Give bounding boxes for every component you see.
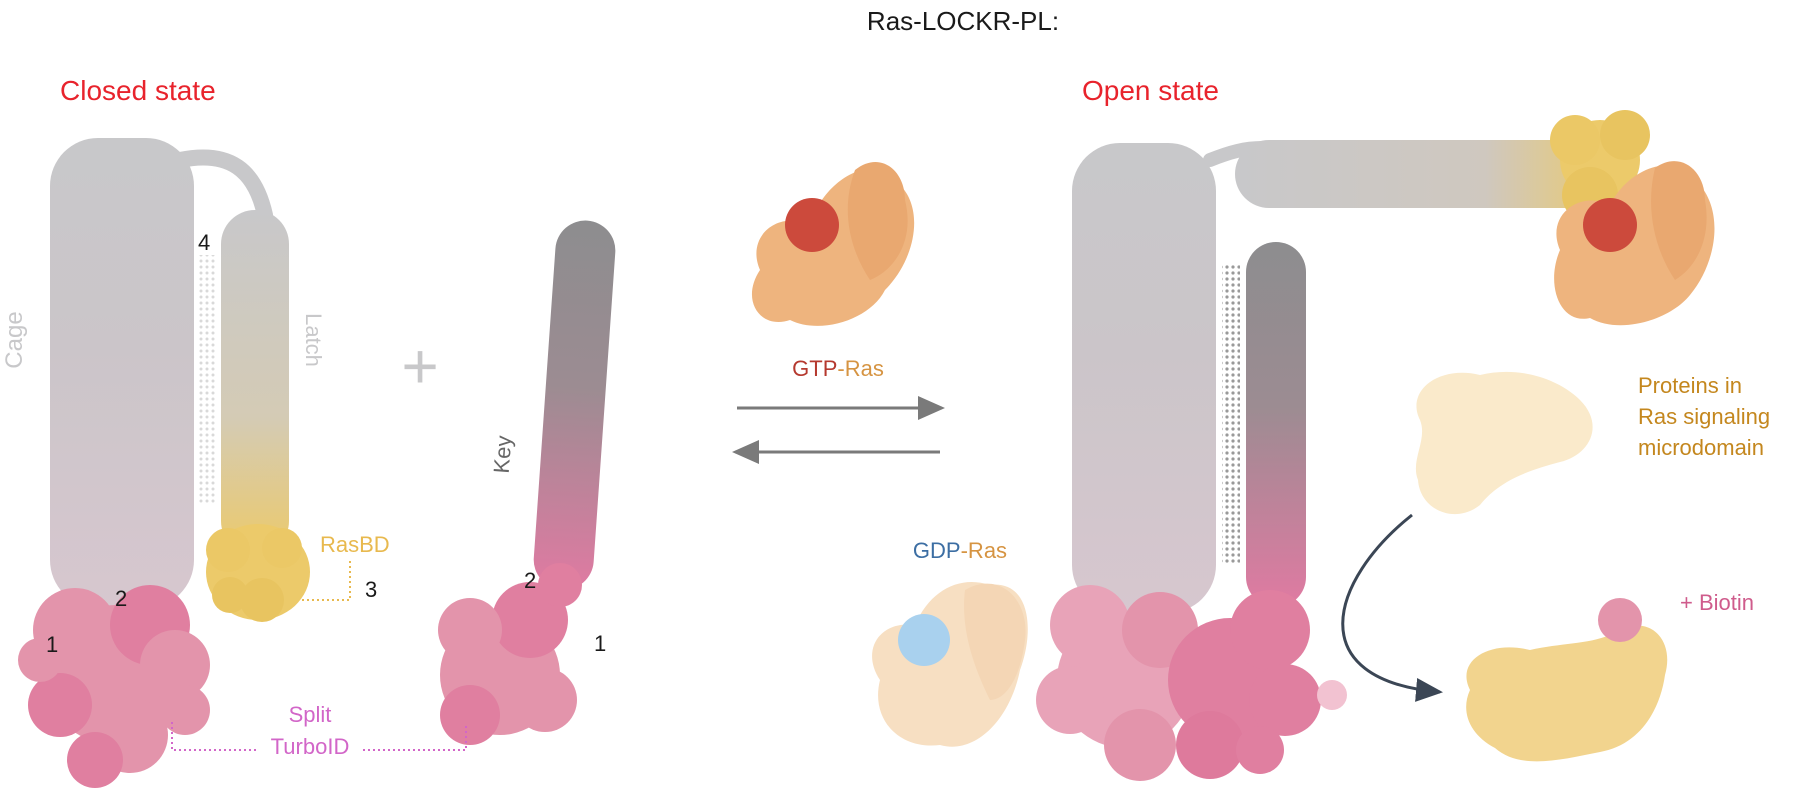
proximal-protein-unlabeled	[1415, 371, 1593, 515]
split-turboid-connector	[171, 722, 467, 751]
split-label-line1: Split	[289, 702, 332, 727]
rasbd-leader-line	[302, 560, 351, 601]
open-state-heading: Open state	[1082, 75, 1219, 106]
key-num-2: 2	[524, 568, 536, 593]
rasbd-label: RasBD	[320, 532, 390, 557]
gdp-suffix: -Ras	[961, 538, 1007, 563]
proteins-label-line2: Ras signaling	[1638, 404, 1770, 429]
reconstituted-turboid	[1036, 585, 1321, 781]
closed-num-1: 1	[46, 632, 58, 657]
cage-label: Cage	[1, 311, 28, 368]
key-helix	[533, 220, 616, 590]
open-latch-helix	[1235, 140, 1620, 208]
biotin-tag	[1598, 598, 1642, 642]
open-cage-key-interface	[1222, 265, 1240, 565]
gtp-suffix: -Ras	[837, 356, 883, 381]
labeling-arrow	[1341, 513, 1443, 702]
free-biotin-dot	[1317, 680, 1347, 710]
proteins-label-line3: microdomain	[1638, 435, 1764, 460]
closed-num-4: 4	[198, 230, 210, 255]
open-cage-helix	[1072, 143, 1216, 613]
gdp-prefix: GDP	[913, 538, 961, 563]
gdp-ras-nucleotide	[898, 614, 950, 666]
proximal-protein-labeled	[1466, 625, 1668, 762]
gdp-ras-protein	[872, 581, 1028, 747]
split-turboid-fragment-1	[18, 585, 210, 788]
latch-label: Latch	[301, 313, 326, 367]
open-gtp-nucleotide	[1583, 198, 1637, 252]
rasbd-domain	[206, 524, 310, 622]
biotin-label: + Biotin	[1680, 590, 1754, 615]
cage-helix	[50, 138, 194, 608]
split-label-line2: TurboID	[271, 734, 350, 759]
open-key-helix	[1246, 242, 1306, 607]
key-num-1: 1	[594, 631, 606, 656]
proteins-label-line1: Proteins in	[1638, 373, 1742, 398]
closed-num-2: 2	[115, 586, 127, 611]
gtp-ras-label: GTP-Ras	[792, 356, 884, 381]
closed-state-heading: Closed state	[60, 75, 216, 106]
key-label: Key	[489, 435, 517, 475]
closed-num-3: 3	[365, 577, 377, 602]
figure-title: Ras-LOCKR-PL:	[867, 6, 1059, 36]
cage-latch-linker	[172, 149, 273, 223]
cage-latch-interface	[199, 255, 217, 505]
latch-helix	[221, 210, 289, 555]
split-turboid-fragment-2	[438, 563, 582, 745]
plus-sign: +	[401, 330, 438, 402]
gtp-ras-protein	[751, 161, 915, 326]
gtp-prefix: GTP	[792, 356, 837, 381]
gdp-ras-label: GDP-Ras	[913, 538, 1007, 563]
gtp-ras-nucleotide	[785, 198, 839, 252]
